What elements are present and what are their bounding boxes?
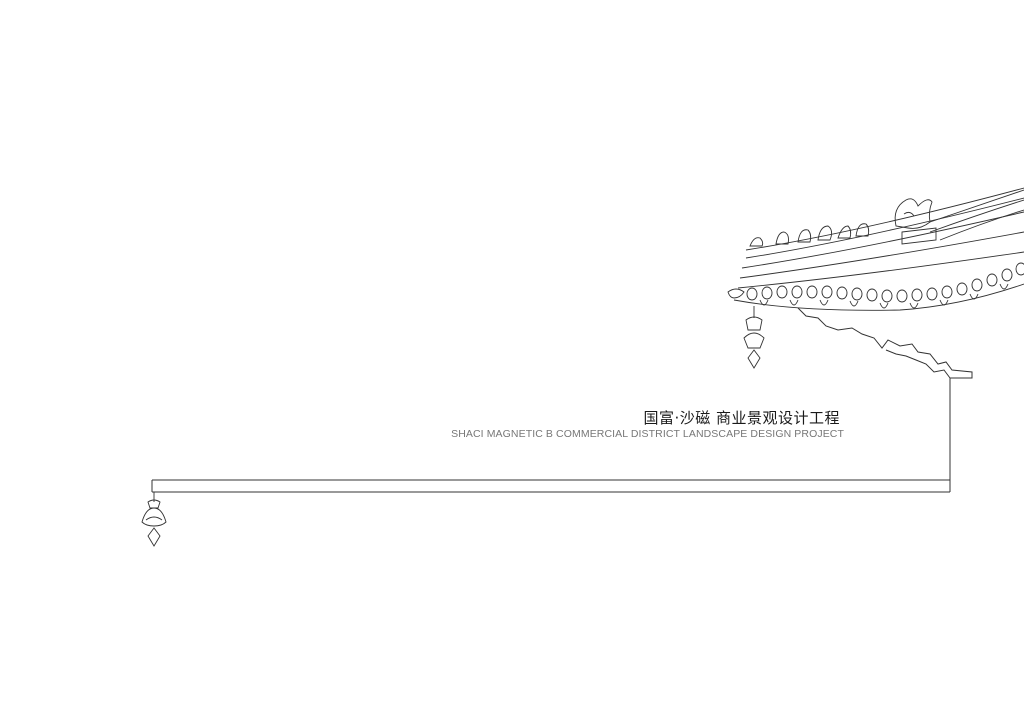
eave-bracket [797,307,973,379]
project-title-english: SHACI MAGNETIC B COMMERCIAL DISTRICT LAN… [451,428,844,440]
project-title-chinese: 国富·沙磁 商业景观设计工程 [643,409,840,427]
chinese-eave-roof-icon [727,187,1024,311]
beam-frame [151,378,951,493]
wind-bell-icon [743,306,765,369]
wind-bell-icon [141,492,167,547]
